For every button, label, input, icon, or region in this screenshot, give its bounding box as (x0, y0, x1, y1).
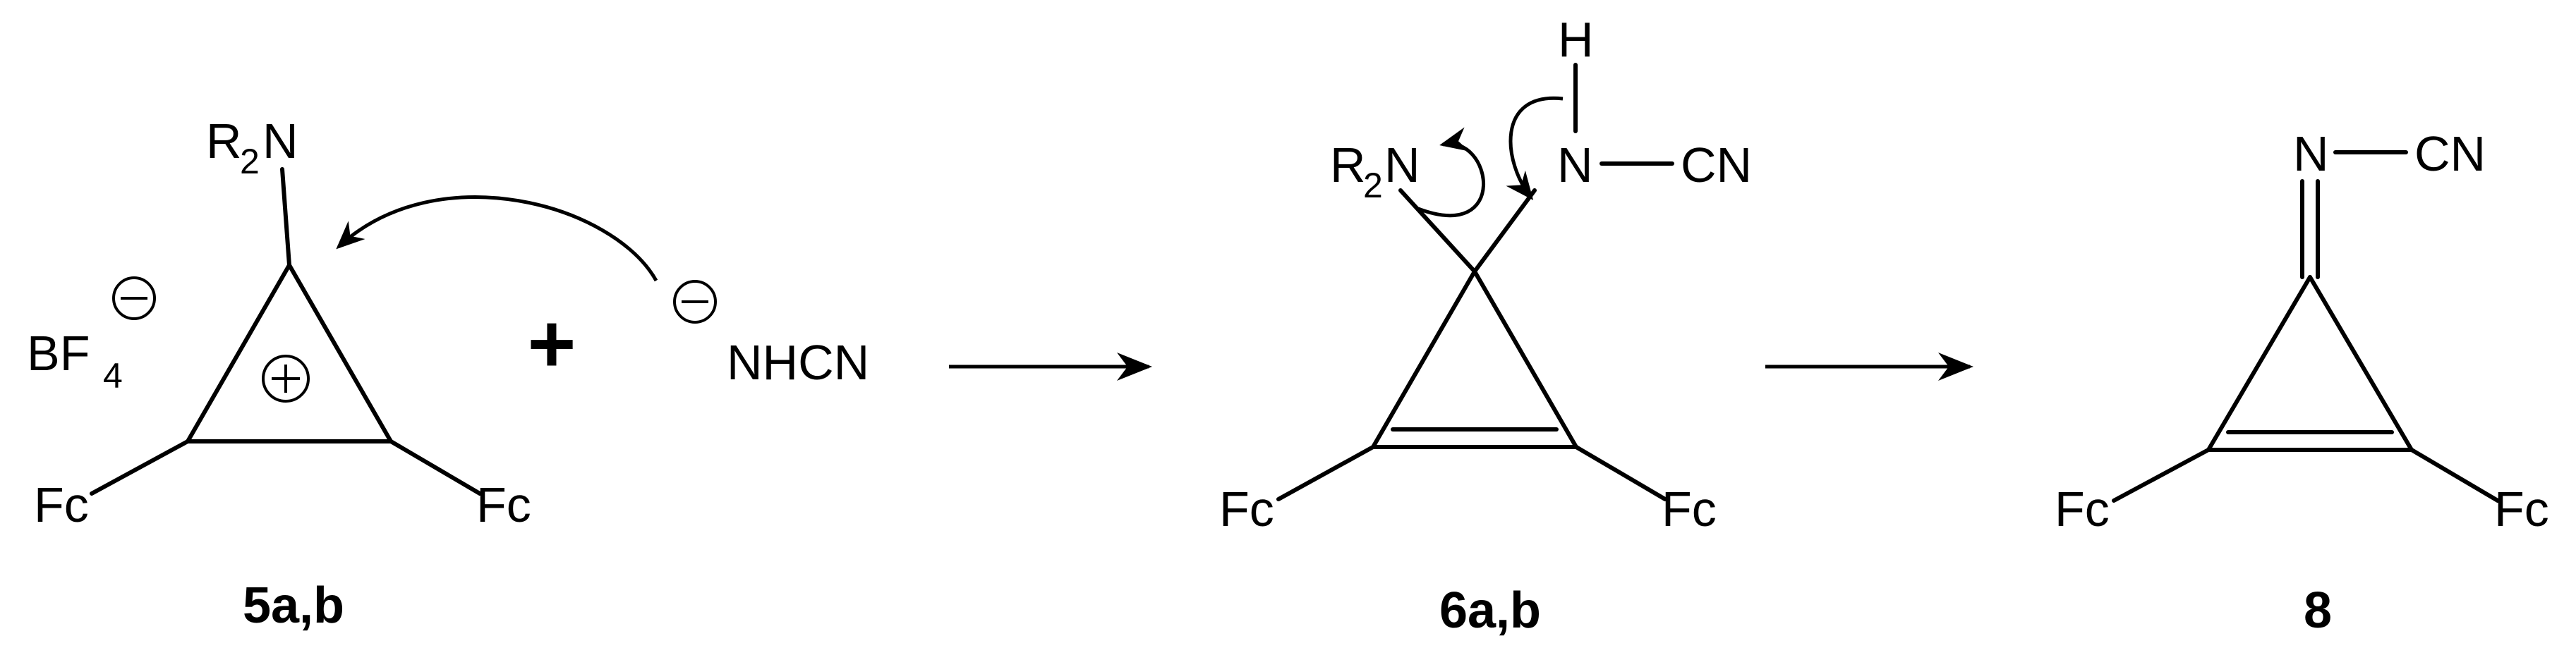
compound-label-8: 8 (2304, 582, 2332, 639)
intermediate-r-subscript: 2 (1363, 166, 1383, 205)
intermediate-6ab: R 2 N H N CN Fc Fc 6a,b (1219, 12, 1752, 639)
fc-label-right: Fc (2494, 482, 2549, 537)
h-atom: H (1558, 12, 1594, 67)
minus-charge-icon (673, 280, 717, 324)
intermediate-r-symbol: R (1330, 137, 1366, 192)
proton-transfer-arrow (1506, 96, 1564, 200)
nucleophile-cyanamide: NHCN (673, 280, 869, 390)
intermediate-amine-n: N (1384, 137, 1420, 192)
c-nr2-bond (1398, 188, 1477, 274)
elimination-arrow (1417, 127, 1485, 218)
fc-bond-left (2112, 448, 2211, 503)
ring-bond-left (2206, 275, 2312, 452)
counterion-bf: BF (27, 326, 90, 381)
fc-label-left: Fc (2055, 482, 2110, 537)
nucleophilic-attack-arrow (336, 195, 658, 282)
product-n-atom: N (2293, 126, 2329, 181)
reactant-r-symbol: R (206, 114, 242, 169)
ring-bond-right (2308, 275, 2414, 452)
intermediate-n-atom: N (1557, 137, 1593, 192)
fc-label-right: Fc (476, 477, 531, 532)
fc-bond-left (1276, 445, 1375, 501)
ring-bond-right (287, 263, 393, 443)
counterion-subscript: 4 (103, 356, 123, 396)
fc-bond-right (1574, 445, 1667, 501)
reactant-5ab: R 2 N BF 4 Fc Fc 5a,b (27, 114, 531, 634)
product-cn-group: CN (2414, 126, 2486, 181)
intermediate-cn-group: CN (1681, 137, 1752, 192)
fc-label-left: Fc (34, 477, 89, 532)
nucleophile-formula: NHCN (727, 335, 869, 390)
fc-bond-left (90, 439, 190, 496)
minus-charge-icon (112, 276, 156, 320)
reactant-c-n-bond (280, 167, 291, 267)
ring-bond-left (186, 263, 291, 443)
fc-bond-right (2409, 448, 2500, 503)
reactant-r-subscript: 2 (240, 142, 260, 181)
ring-bond-left (1371, 269, 1477, 449)
fc-bond-right (389, 439, 482, 496)
reactant-n-symbol: N (262, 114, 298, 169)
plus-charge-icon (262, 355, 310, 403)
product-8: N CN Fc Fc 8 (2055, 126, 2549, 639)
fc-label-right: Fc (1662, 482, 1717, 537)
ring-bond-right (1473, 269, 1578, 449)
plus-sign: + (528, 298, 576, 391)
compound-label-5ab: 5a,b (243, 577, 344, 634)
fc-label-left: Fc (1219, 482, 1274, 537)
compound-label-6ab: 6a,b (1439, 582, 1541, 639)
c-nhcn-bond (1473, 188, 1537, 274)
